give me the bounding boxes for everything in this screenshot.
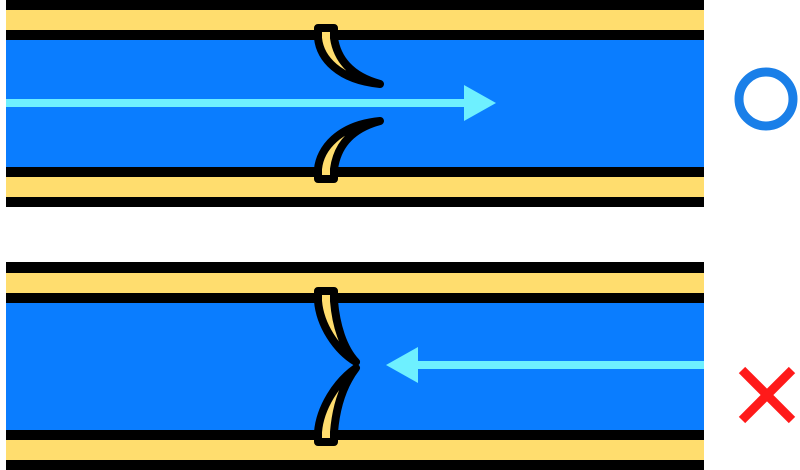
vessel-wall-top (6, 10, 704, 30)
cross-mark-icon (738, 366, 796, 424)
valve-leaflet-lower (314, 364, 360, 446)
vessel-wall-bottom (6, 177, 704, 197)
vessel-outer-top (6, 262, 704, 273)
flow-arrow-backward (386, 347, 704, 383)
vessel-wall-inner-line-bottom (6, 430, 704, 440)
valve-leaflet-upper (314, 24, 384, 88)
open-valve-panel (6, 0, 704, 207)
vessel-wall-inner-line-top (6, 30, 704, 40)
valve-leaflet-lower (314, 117, 384, 183)
valve-leaflet-upper (314, 287, 360, 366)
vessel-outer-bottom (6, 460, 704, 470)
vessel-outer-top (6, 0, 704, 10)
flow-arrow-head (464, 85, 496, 121)
vessel-wall-inner-line-top (6, 293, 704, 303)
flow-arrow-head (386, 347, 418, 383)
flow-arrow-forward (6, 85, 496, 121)
closed-valve-panel (6, 262, 704, 470)
vessel-outer-bottom (6, 197, 704, 207)
vessel-wall-top (6, 273, 704, 293)
circle-mark-icon (734, 67, 798, 131)
vessel-wall-inner-line-bottom (6, 167, 704, 177)
vessel-wall-bottom (6, 440, 704, 460)
